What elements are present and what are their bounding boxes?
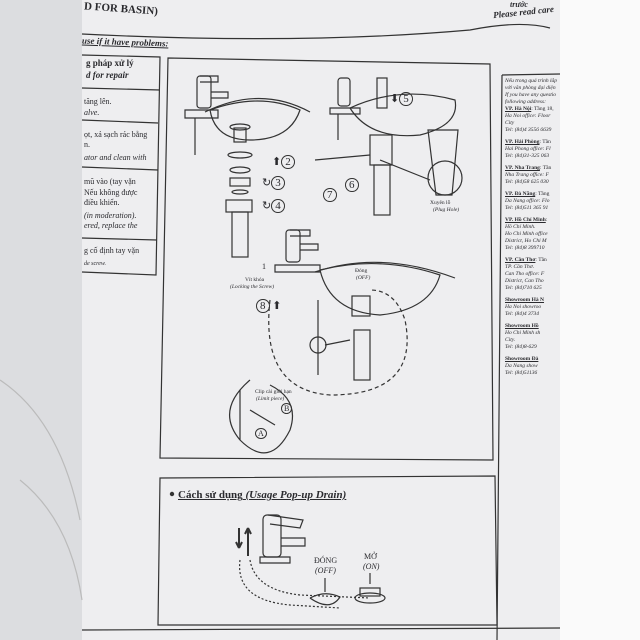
step-1: 1 [262, 262, 266, 271]
step-7: 7 [323, 188, 337, 202]
row1-vi: tăng lên. [84, 97, 112, 106]
row4-en: de screw. [84, 261, 106, 267]
row1-en: alve. [84, 108, 100, 117]
contacts-intro-line: following address: [505, 99, 546, 105]
contacts-intro-line: If you have any questio [505, 92, 557, 98]
locking-screw-en: (Locking the Screw) [230, 284, 275, 290]
office-line: Tel: (84)4 3556 6639 [505, 127, 552, 133]
clip-vi: Clip cài giới hạn [255, 389, 292, 395]
step-3: ↻3 [262, 176, 285, 190]
office-line: Tel: (84)4 3734 [505, 311, 540, 317]
office-line: Tel: (84)710 625 [505, 285, 542, 291]
off-label-en: (OFF) [356, 275, 371, 281]
row3-en: (in moderation). [84, 211, 137, 220]
office-line: Ho Chi Minh sh [505, 330, 541, 336]
office-title: VP. Hồ Chí Minh [505, 217, 546, 223]
row2-vi: ọt, xả sạch rác bằng [84, 130, 148, 139]
office-vi: : Tần [539, 165, 552, 171]
office-vi: : Tần [539, 139, 551, 145]
office-line: Hai Phong office: Fl [505, 146, 551, 152]
office-title: VP. Nha Trang [505, 165, 540, 171]
office-line: Hồ Chí Minh. [505, 224, 536, 230]
usage-off-en: (OFF) [315, 566, 336, 575]
row4-vi: g cố định tay vặn [84, 246, 140, 255]
office-line: Da Nang office: Flo [505, 198, 550, 204]
office-line: City. [505, 337, 516, 343]
background [560, 0, 640, 640]
office-line: District, Ho Chi M [505, 238, 547, 244]
office-line: Tel: (84)51136 [505, 370, 538, 376]
adjacent-page [0, 0, 82, 640]
office-title: Showroom Hồ [505, 323, 539, 329]
office-entry: VP. Hồ Chí Minh: Hồ Chí Minh.Ho Chi Minh … [505, 217, 557, 252]
contacts-intro-line: với văn phòng đại diện [505, 85, 556, 91]
office-line: Can Tho office: F [505, 271, 545, 277]
step-4: ↻4 [262, 199, 285, 213]
row3-en2: ered, replace the [84, 221, 138, 230]
office-line: Tel: (84)8-629 [505, 344, 537, 350]
step-5: ⬇5 [390, 92, 413, 106]
contacts-panel: Nếu trong quá trình lắp với văn phòng đạ… [505, 78, 557, 382]
office-line: District, Can Tho [505, 278, 544, 284]
office-line: Tel: (84)511 365 91 [505, 205, 549, 211]
label-a: A [255, 428, 267, 439]
off-label-vi: Đóng [355, 268, 368, 274]
usage-on-vi: MỞ [364, 552, 377, 561]
usage-on-en: (ON) [363, 562, 380, 571]
usage-title: Cách sử dụng (Usage Pop-up Drain) [178, 489, 347, 501]
office-line: City [505, 120, 515, 126]
office-line: Tel: (84)31-325 063 [505, 153, 550, 159]
table-header-en: d for repair [86, 70, 129, 80]
office-line: Ha Noi office: Floor [505, 113, 551, 119]
instruction-sheet [82, 0, 560, 640]
office-vi: : [545, 217, 548, 223]
plug-hole-vi: Xuyên lỗ [430, 200, 451, 206]
office-line: Tel: (84)8 399710 [505, 245, 545, 251]
clip-en: (Limit piece) [256, 396, 285, 402]
table-header-vi: g pháp xử lý [86, 58, 134, 68]
usage-off-vi: ĐÓNG [314, 556, 338, 565]
row3-vi: mũ vào (tay vặn [84, 177, 136, 186]
office-title: Showroom Đà [505, 356, 539, 362]
header-right-line1: trước [510, 0, 528, 9]
office-title: VP. Cần Thơ [505, 257, 536, 263]
label-b: B [281, 403, 293, 414]
office-line: Ha Noi showroo [505, 304, 542, 310]
step-8: 8 ⬆ [256, 299, 281, 313]
office-title: Showroom Hà N [505, 297, 545, 303]
office-line: Nha Trang office: F [505, 172, 549, 178]
contacts-intro-line: Nếu trong quá trình lắp [505, 78, 558, 84]
office-title: VP. Hải Phòng [505, 139, 540, 145]
row3-vi2: Nếu không được [84, 188, 138, 197]
office-vi: : Tầng 18, [531, 106, 554, 112]
office-vi: : Tần [535, 257, 547, 263]
locking-screw-vi: Vít khóa [245, 277, 265, 283]
row2-vi2: n. [84, 140, 90, 149]
office-line: Ho Chi Minh office [505, 231, 548, 237]
plug-hole-en: (Plug Hole) [433, 207, 460, 213]
office-line: Da Nang show [505, 363, 538, 369]
row3-vi3: điều khiển. [84, 198, 120, 207]
row2-en: ator and clean with [84, 153, 147, 162]
office-line: Tel: (84)58 625 030 [505, 179, 549, 185]
office-vi: : Tầng [535, 191, 550, 197]
office-title: VP. Đà Nẵng [505, 191, 536, 197]
office-entry: VP. Hà Nội: Tầng 18,Ha Noi office: Floor… [505, 106, 557, 134]
office-title: VP. Hà Nội [505, 106, 532, 112]
office-line: TP. Cần Thơ. [505, 264, 535, 270]
step-6: 6 [345, 178, 359, 192]
step-2: ⬆2 [272, 155, 295, 169]
